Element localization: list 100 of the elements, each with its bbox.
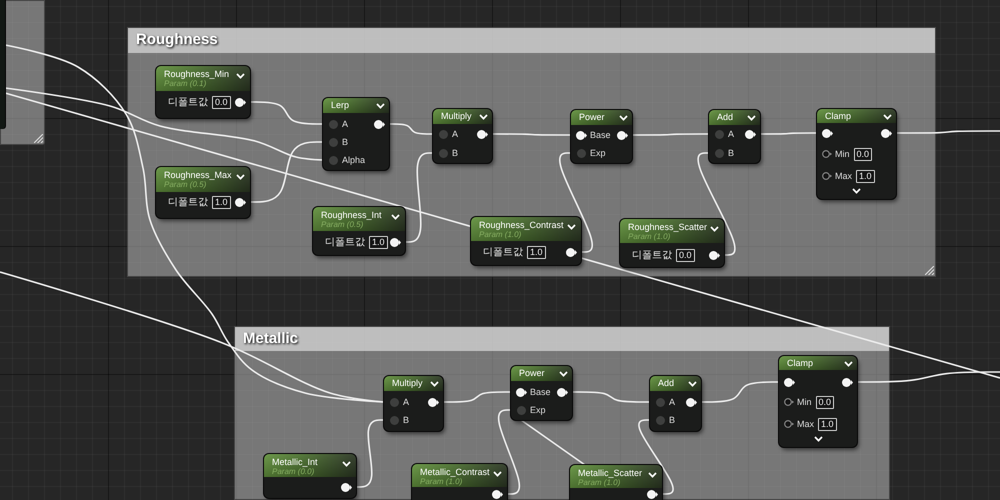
node-title: Clamp	[825, 111, 852, 122]
comment-frame	[234, 326, 890, 500]
comment-frame	[127, 27, 936, 277]
connector-wire	[520, 419, 586, 466]
field-label: 디폴트값	[168, 196, 208, 208]
node-subtitle: Param (1.0)	[479, 230, 522, 240]
pin-label: B	[403, 414, 410, 426]
pin-label: Max	[835, 170, 852, 182]
connector-wire	[632, 133, 709, 136]
connector-wire	[638, 419, 674, 495]
node-card	[433, 109, 492, 163]
node-title: Power	[579, 112, 605, 123]
value-field: 1.0	[856, 170, 875, 182]
value-field: 0.0	[854, 148, 872, 160]
node-title: Metallic_Contrast	[420, 467, 490, 478]
connector-wire	[498, 409, 520, 495]
node-card	[0, 0, 5, 129]
value-field: 1.0	[212, 196, 231, 208]
node-title: Clamp	[787, 358, 814, 369]
connector-wire	[356, 419, 384, 488]
pin-label: A	[669, 396, 676, 408]
field-label: 디폴트값	[325, 236, 365, 248]
value-field: 0.0	[212, 96, 231, 108]
pin-label: A	[452, 128, 458, 140]
node-card	[323, 98, 389, 170]
node-subtitle: Param (0.5)	[164, 180, 206, 190]
comment-title: Roughness	[136, 31, 218, 49]
pin-label: A	[342, 118, 348, 130]
pin-label: Base	[590, 129, 611, 141]
comment-frame	[0, 0, 45, 145]
value-field: 1.0	[818, 418, 837, 430]
pin-label: B	[342, 136, 348, 148]
node-card	[511, 366, 572, 420]
pin-label: A	[403, 396, 410, 408]
connector-wire	[857, 371, 1000, 383]
node-card	[620, 219, 724, 267]
connector-wire	[4, 87, 324, 161]
connector-wire	[559, 152, 593, 253]
value-field: 0.0	[816, 396, 834, 408]
node-card	[412, 464, 507, 500]
node-card	[709, 110, 760, 163]
node-title: Add	[717, 112, 734, 123]
node-card	[384, 376, 443, 431]
node-title: Power	[519, 368, 545, 379]
value-field: 0.0	[676, 248, 695, 262]
pin-label: Min	[835, 148, 850, 160]
connector-wire	[492, 133, 571, 136]
field-label: 디폴트값	[632, 248, 672, 262]
node-title: Multiply	[441, 111, 472, 122]
pin-label: Exp	[530, 404, 546, 416]
field-label: 디폴트값	[483, 246, 523, 258]
field-label: 디폴트값	[168, 96, 208, 108]
node-title: Multiply	[392, 378, 423, 389]
pin-label: Base	[530, 386, 551, 398]
pin-label: B	[728, 147, 734, 159]
node-card	[570, 465, 662, 500]
node-card	[156, 66, 250, 118]
connector-wire	[443, 391, 511, 403]
node-card	[817, 109, 896, 199]
value-field: 1.0	[527, 246, 546, 258]
node-card	[650, 376, 701, 431]
connector-wire	[250, 101, 323, 125]
node-title: Metallic_Scatter	[578, 468, 642, 479]
node-card	[264, 454, 356, 498]
comment-title: Metallic	[243, 330, 298, 348]
pin-label: Max	[797, 418, 814, 430]
node-card	[571, 110, 632, 163]
node-subtitle: Param (0.0)	[272, 467, 314, 477]
node-subtitle: Param (1.0)	[578, 478, 620, 488]
node-subtitle: Param (1.0)	[628, 232, 670, 242]
pin-label: A	[728, 128, 734, 140]
connector-wire	[697, 152, 736, 256]
node-title: Add	[658, 378, 674, 389]
pin-label: Alpha	[342, 154, 366, 166]
node-subtitle: Param (0.5)	[321, 220, 364, 230]
node-title: Roughness_Max	[164, 170, 232, 181]
node-title: Roughness_Int	[321, 210, 382, 221]
node-subtitle: Param (1.0)	[420, 477, 462, 487]
node-title: Roughness_Scatter	[628, 222, 708, 233]
node-subtitle: Param (0.1)	[164, 79, 206, 89]
node-card	[471, 217, 581, 265]
pin-label: Min	[797, 396, 812, 408]
connector-wire	[896, 130, 1000, 134]
connector-wire	[0, 271, 384, 403]
node-card	[156, 167, 250, 218]
node-card	[313, 207, 405, 255]
connector-wire	[250, 141, 323, 203]
connector-wire	[4, 92, 1000, 379]
node-title: Roughness_Contrast	[479, 220, 564, 231]
pin-label: Exp	[590, 147, 606, 159]
node-card	[779, 356, 857, 447]
node-title: Lerp	[331, 100, 350, 111]
node-title: Metallic_Int	[272, 457, 318, 468]
connector-wire	[572, 391, 650, 403]
pin-label: B	[452, 147, 458, 159]
connector-wire	[701, 381, 779, 403]
connector-wire	[389, 123, 433, 135]
connector-wire	[760, 132, 817, 135]
value-field: 1.0	[369, 236, 388, 248]
pin-label: B	[669, 414, 676, 426]
